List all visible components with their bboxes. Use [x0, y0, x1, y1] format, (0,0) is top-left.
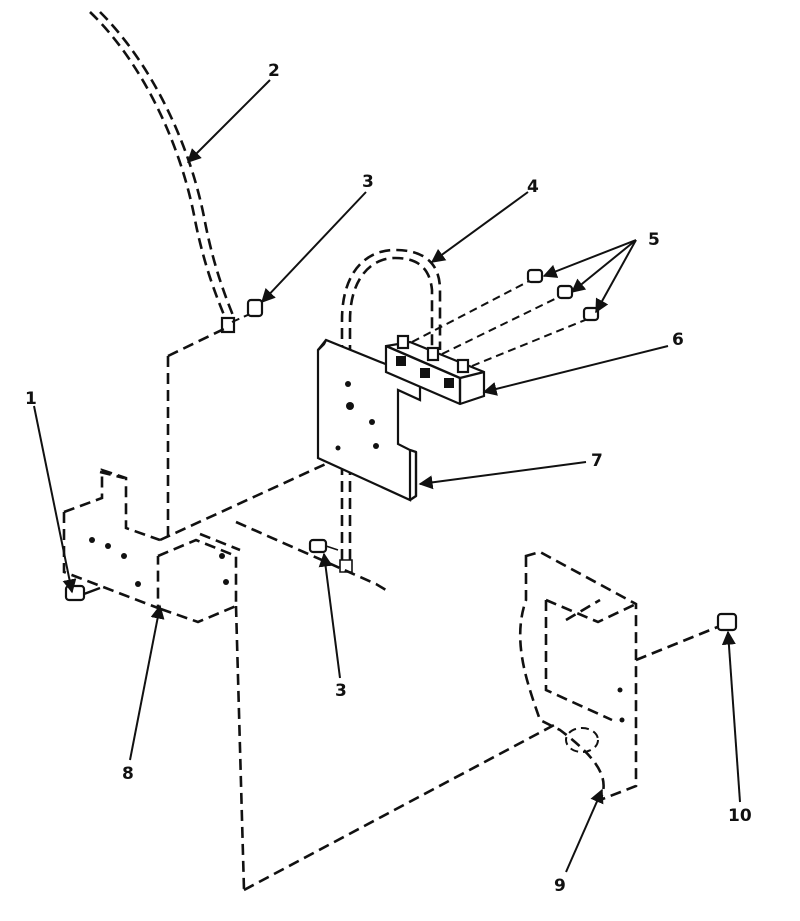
callout-1: 1	[25, 389, 37, 409]
part-10-screw	[716, 612, 738, 632]
part-5-screws	[411, 268, 600, 367]
part-3-screw-top	[231, 298, 264, 323]
leader-lines	[33, 79, 741, 873]
part-7-bracket-plate	[316, 338, 422, 502]
part-8-housing	[62, 326, 557, 892]
callout-6: 6	[672, 330, 684, 350]
part-2-cable	[89, 11, 236, 334]
screw-5a	[526, 268, 544, 284]
callout-3-bottom: 3	[335, 681, 347, 701]
callout-10: 10	[728, 806, 752, 826]
part-9-rear-bracket	[518, 550, 721, 803]
callout-9: 9	[554, 876, 566, 896]
screw-5c	[582, 306, 600, 322]
callout-3-top: 3	[362, 172, 374, 192]
part-6-terminal-block	[384, 334, 486, 406]
callout-7: 7	[591, 451, 603, 471]
screw-5b	[556, 284, 574, 300]
callout-4: 4	[527, 177, 539, 197]
part-3-screw-bottom	[308, 538, 339, 554]
callout-8: 8	[122, 764, 134, 784]
callout-2: 2	[268, 61, 280, 81]
callout-5: 5	[648, 230, 660, 250]
